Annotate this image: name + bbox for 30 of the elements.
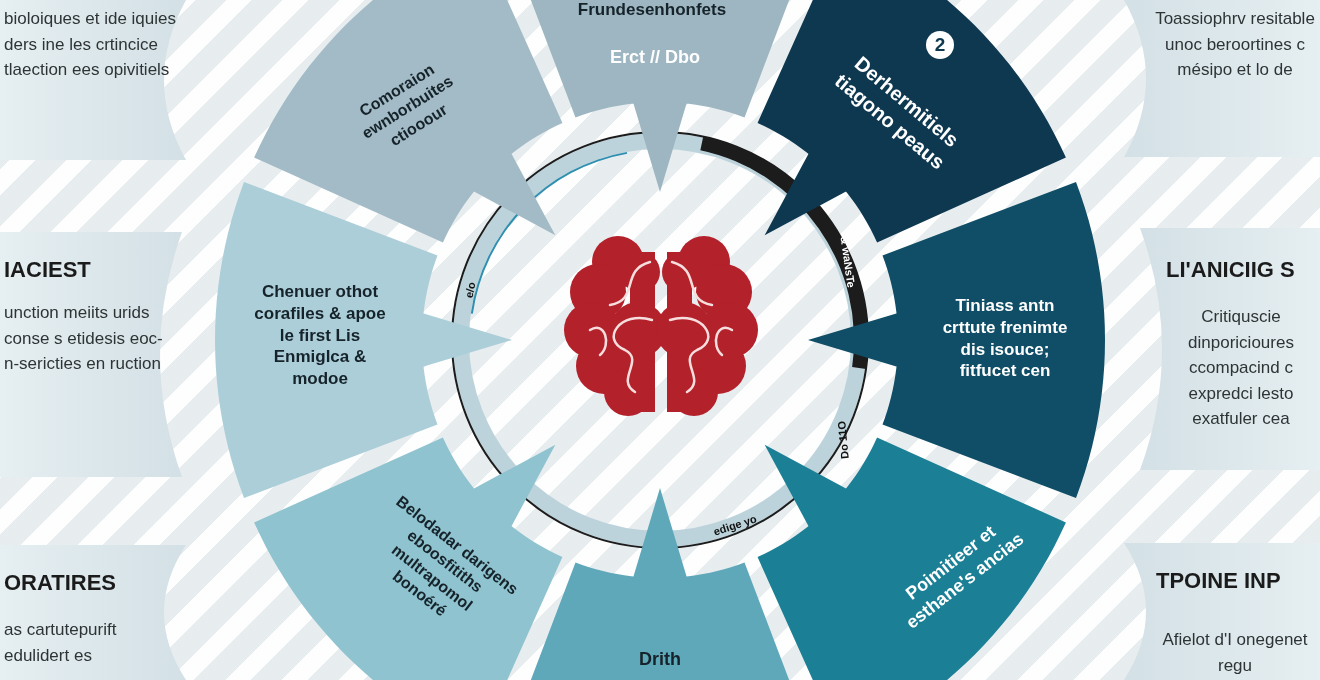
info-panel <box>0 545 186 680</box>
segment-wedge <box>757 0 1066 243</box>
segment-label: Erct // Dbo <box>609 46 701 70</box>
segment-label: Frundesenhonfets <box>576 0 728 21</box>
info-panel <box>1124 0 1320 157</box>
info-panel <box>1124 543 1320 680</box>
panel-heading: ORATIRES <box>4 569 118 597</box>
segment-wedge <box>808 181 1105 499</box>
segment-wedge <box>530 0 790 192</box>
segment-label: Drith <box>638 648 682 672</box>
info-panel <box>0 232 182 477</box>
panel-text: unction meiits urids conse s etidesis eoc- n-sericties en ruction <box>4 302 164 375</box>
ring-label: Do 11O <box>835 420 851 460</box>
panel-heading: IACIEST <box>4 256 92 284</box>
panel-text: bioloiques et ide iquies ders ine les crtincice tlaection ees opivitiels <box>4 8 177 81</box>
segment-wedge <box>254 437 563 680</box>
info-panel <box>0 0 186 160</box>
info-panel <box>1140 228 1320 470</box>
segment-label: Tiniass antn crttute frenimte dis isouce; fitfucet cen <box>941 294 1069 382</box>
ring-label: e/o <box>462 281 478 299</box>
ring-label: edige yo <box>711 512 759 538</box>
panel-heading: LI'ANICIIG S <box>1166 256 1296 284</box>
panel-text: Toassiophrv resitable unoc beroortines c mésipo et lo de <box>1154 8 1316 81</box>
panel-text: Afielot d'I onegenet regu <box>1161 629 1309 677</box>
segment-wedge <box>254 0 563 243</box>
panel-text: as cartutepurift edulidert es <box>4 619 118 667</box>
panel-text: Critiquscie dinporicioures ccompacind c expredci lesto exatfuler cea <box>1187 306 1295 430</box>
segment-wedge <box>530 488 790 680</box>
panel-heading: TPOINE INP <box>1156 567 1282 595</box>
segment-label: Chenuer othot corafiles & apoe le first Lis Enmiglca & modoe <box>253 280 387 390</box>
